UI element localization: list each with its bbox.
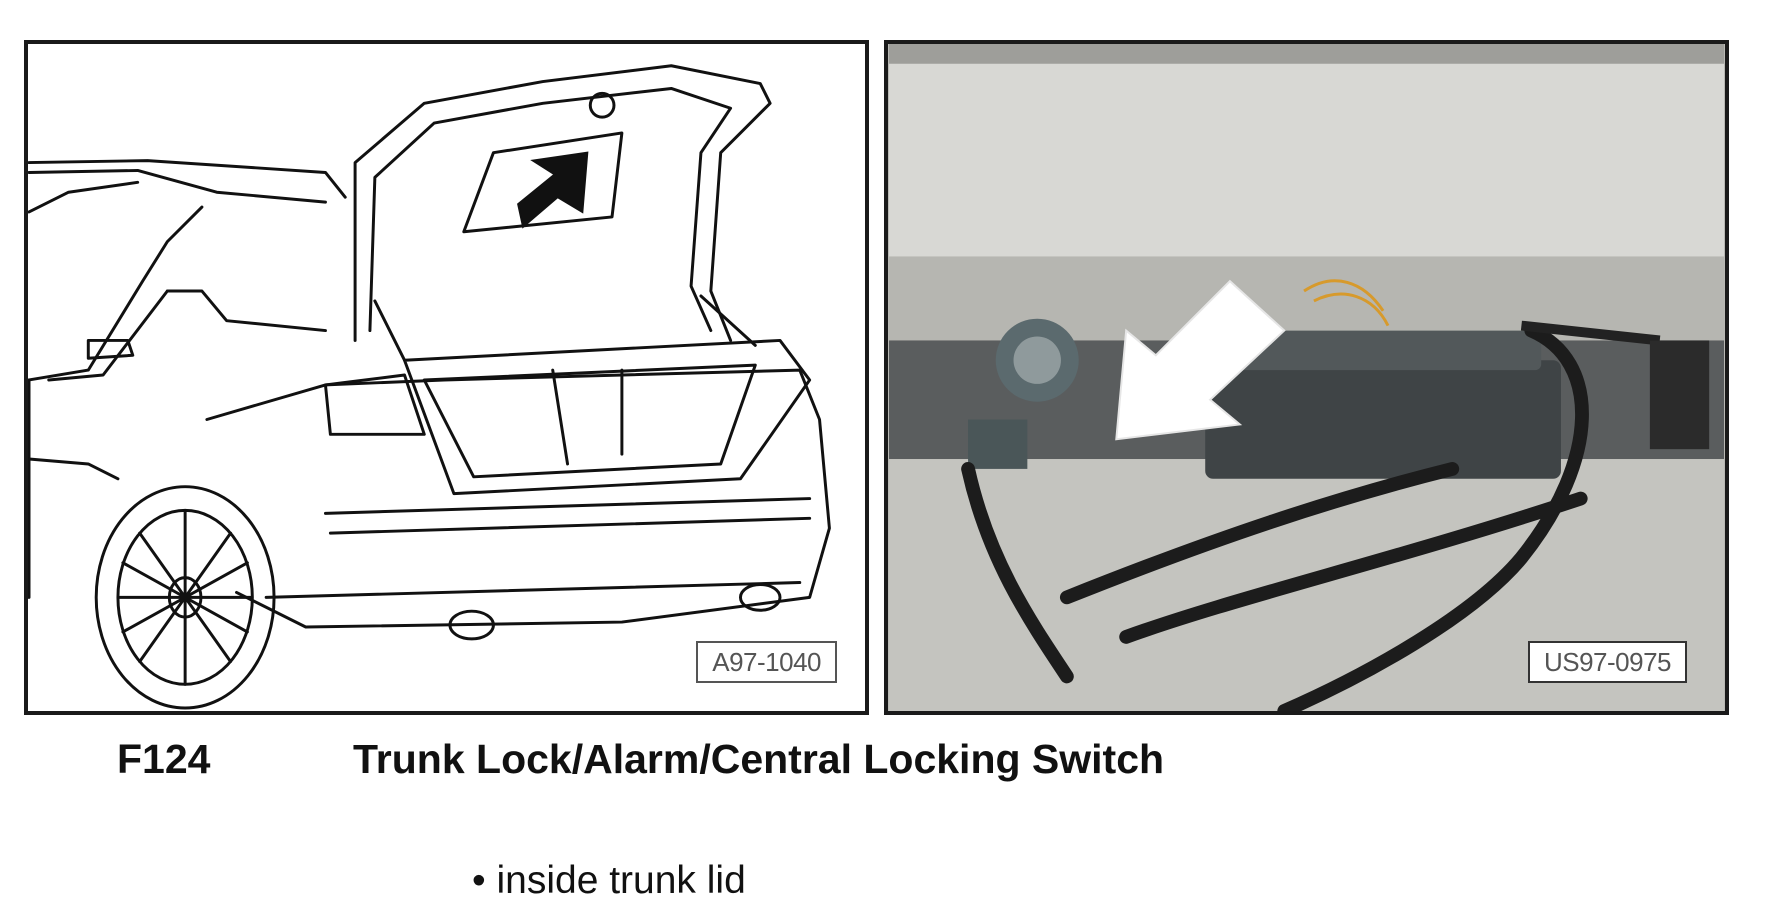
trunk-line-drawing: A97-1040 — [24, 40, 869, 715]
trunk-lid-photo: US97-0975 — [884, 40, 1729, 715]
location-bullet: • inside trunk lid — [472, 859, 746, 902]
drawing-reference-label: A97-1040 — [696, 641, 837, 683]
car-rear-illustration — [28, 64, 831, 710]
switch-photo-illustration — [889, 44, 1724, 711]
component-code: F124 — [117, 736, 211, 782]
component-title: Trunk Lock/Alarm/Central Locking Switch — [353, 736, 1165, 782]
photo-reference-label: US97-0975 — [1527, 641, 1687, 683]
